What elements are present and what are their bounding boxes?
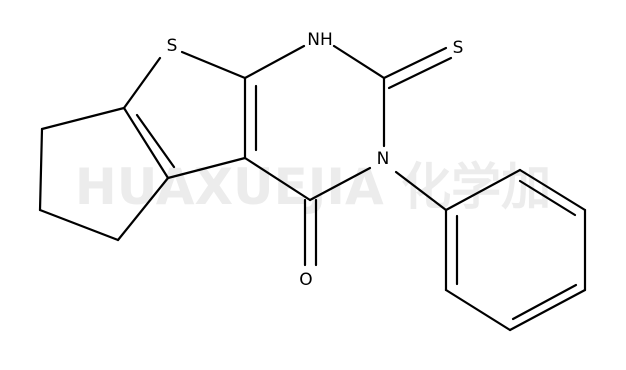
bond-c7a-c8 <box>40 106 126 131</box>
bond-n1-c2 <box>332 44 386 80</box>
bond-c7a-c3a-inner <box>135 113 176 169</box>
bond-c7a-c3a <box>122 106 170 180</box>
bond-ph-inner-1 <box>518 179 577 217</box>
bond-c8a-n1 <box>243 44 306 80</box>
bond-c10-c3a <box>116 176 170 242</box>
bond-c3a-c4a <box>166 156 247 180</box>
atom-label-thione-sulfur: S <box>453 38 464 58</box>
bond-c8-c9 <box>38 127 44 212</box>
bonds <box>38 44 587 332</box>
bond-c2-s-thione-2 <box>387 56 453 90</box>
bond-c2-s-thione <box>382 46 448 80</box>
atom-label-nh: NH <box>307 30 333 50</box>
bond-ph-c1-c2 <box>444 168 522 212</box>
bond-n3-c4 <box>308 166 372 202</box>
atom-label-n-phenyl: N <box>377 149 390 169</box>
atom-label-ring-sulfur: S <box>167 36 178 56</box>
watermark-text: HUAXUEJIA 化学加 <box>75 158 551 216</box>
bond-c4-c4a <box>243 156 312 202</box>
bond-ph-c5-c6 <box>444 288 512 332</box>
atom-labels: S NH S N O <box>167 30 464 290</box>
bond-c7a-s1 <box>122 56 162 110</box>
bond-n3-phenyl <box>394 170 448 212</box>
bond-ph-c2-c3 <box>518 168 587 212</box>
atom-label-carbonyl-oxygen: O <box>299 270 312 290</box>
bond-s1-c8a <box>180 50 247 80</box>
bond-ph-inner-2 <box>511 283 578 321</box>
bond-c9-c10 <box>38 208 120 242</box>
bond-ph-c4-c5 <box>508 288 587 332</box>
